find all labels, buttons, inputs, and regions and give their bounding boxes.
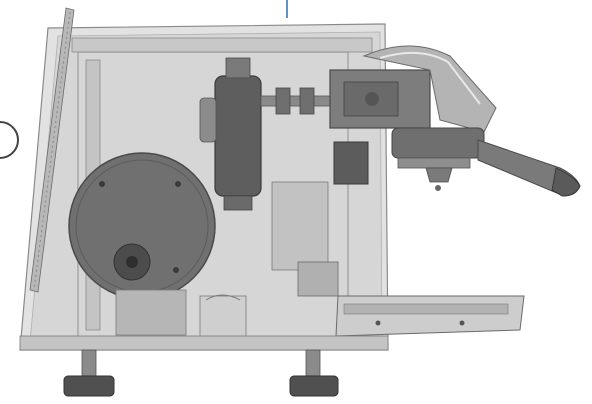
side-panel-hatch [33,11,71,291]
heater-element [199,97,217,143]
handle-grip [551,167,581,197]
left-foot-stem [81,349,97,379]
right-foot [289,375,339,397]
boiler-cylinder [214,75,262,197]
pump-bracket [115,289,187,336]
disc-bolt-3 [173,267,179,273]
pipe-fitting-1 [275,87,291,115]
pump-hub-center [126,256,138,268]
lower-bracket [199,295,247,339]
solenoid [297,261,339,297]
control-box [271,181,329,271]
disc-bolt-2 [175,181,181,187]
drip-tray-grate [343,303,509,315]
valve-block [333,141,369,185]
edge-arc [0,121,19,159]
spout-drip [435,185,441,191]
side-panel-frame [29,7,75,293]
portafilter [391,127,485,159]
portafilter-spout [425,167,453,183]
group-cover-highlight [379,51,481,105]
portafilter-basket [397,157,471,169]
boiler-pipe [260,95,332,107]
pipe-fitting-2 [299,87,315,115]
tray-screw-1 [375,320,381,326]
boiler-cap [225,57,251,79]
boiler-base [223,195,253,211]
group-port [365,92,379,106]
drawer-arc [205,294,241,301]
left-foot [63,375,115,397]
tray-screw-2 [459,320,465,326]
base-plate [19,335,389,351]
disc-bolt-1 [99,181,105,187]
drip-tray [335,295,525,337]
right-foot-stem [305,349,321,379]
top-rail [71,37,373,53]
